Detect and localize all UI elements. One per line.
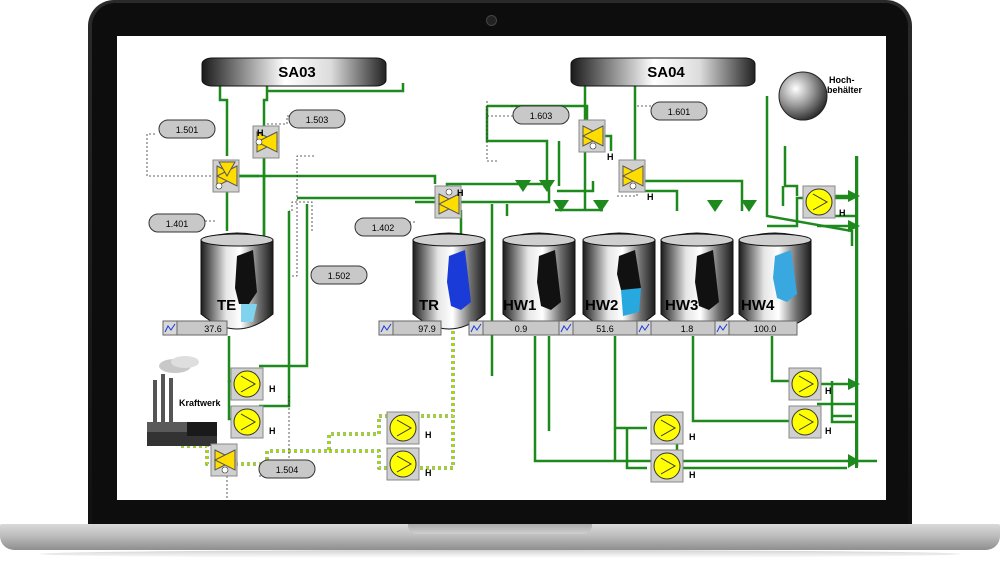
tank-te-label: TE: [217, 297, 236, 314]
tank-te-reading: 37.6: [204, 324, 222, 334]
base-notch: [408, 524, 592, 534]
pump-hw-1[interactable]: H: [650, 411, 696, 445]
header-sa03-label: SA03: [278, 64, 316, 81]
header-sa03[interactable]: SA03: [201, 57, 387, 87]
pump-hochbehaelter-h: H: [839, 208, 846, 218]
header-sa04[interactable]: SA04: [570, 57, 756, 87]
right-header-pipe: [855, 156, 858, 468]
tank-tr[interactable]: [412, 232, 486, 330]
tank-hw2-value[interactable]: 51.6: [558, 320, 638, 336]
pump-loop-2-h: H: [425, 468, 432, 478]
setpoint-1402[interactable]: 1.402: [354, 217, 412, 237]
tank-hw4-label: HW4: [741, 297, 775, 314]
scada-display: SA03 SA04 Hoch- behälter: [117, 36, 886, 500]
pump-loop-2[interactable]: H: [386, 447, 432, 481]
setpoint-1603[interactable]: 1.603: [512, 105, 570, 125]
tank-hw2-label: HW2: [585, 297, 618, 314]
tanks: TE TR HW1: [200, 232, 812, 330]
power-plant-icon: [147, 356, 217, 446]
tank-hw4-value[interactable]: 100.0: [714, 320, 798, 336]
tank-te-value[interactable]: 37.6: [162, 320, 228, 336]
hochbehaelter-label-2: behälter: [827, 85, 863, 95]
tank-tr-value[interactable]: 97.9: [378, 320, 442, 336]
pump-loop-1-h: H: [425, 430, 432, 440]
pump-hw-1-h: H: [689, 432, 696, 442]
setpoint-1501-label: 1.501: [176, 125, 199, 135]
setpoint-1601[interactable]: 1.601: [650, 101, 708, 121]
pump-te-2-h: H: [269, 426, 276, 436]
tank-tr-label: TR: [419, 297, 439, 314]
setpoint-1603-label: 1.603: [530, 111, 553, 121]
valve-1503[interactable]: H: [252, 125, 280, 159]
setpoint-1503-label: 1.503: [306, 115, 329, 125]
setpoint-1502-label: 1.502: [328, 271, 351, 281]
valve-1501[interactable]: [212, 159, 240, 193]
valve-1601-h: H: [647, 192, 654, 202]
tank-hw1-value[interactable]: 0.9: [468, 320, 560, 336]
tank-hw1-reading: 0.9: [515, 324, 528, 334]
tank-tr-reading: 97.9: [418, 324, 436, 334]
setpoint-1504-label: 1.504: [276, 465, 299, 475]
valve-1503-h: H: [257, 128, 264, 138]
pump-right-2-h: H: [825, 426, 832, 436]
valve-1402[interactable]: H: [434, 185, 464, 219]
kraftwerk-label: Kraftwerk: [179, 398, 222, 408]
setpoint-1503[interactable]: 1.503: [288, 109, 346, 129]
pump-loop-1[interactable]: H: [386, 411, 432, 445]
tank-hw3-reading: 1.8: [681, 324, 694, 334]
valve-1603-h: H: [607, 152, 614, 162]
pumps: H H H H: [230, 185, 846, 483]
hochbehaelter-label-1: Hoch-: [829, 75, 855, 85]
header-sa04-label: SA04: [647, 64, 685, 81]
flow-arrows: [515, 180, 860, 468]
setpoint-1501[interactable]: 1.501: [158, 119, 216, 139]
tank-hw3[interactable]: [660, 232, 734, 330]
tank-hw3-value[interactable]: 1.8: [636, 320, 716, 336]
tank-hw3-label: HW3: [665, 297, 698, 314]
elevated-tank-icon: [778, 71, 828, 176]
process-diagram: SA03 SA04 Hoch- behälter: [146, 57, 877, 500]
pump-hw-2[interactable]: H: [650, 449, 696, 483]
pump-te-1[interactable]: H: [230, 367, 276, 401]
setpoint-1504[interactable]: 1.504: [258, 459, 316, 479]
setpoint-1401-label: 1.401: [166, 219, 189, 229]
tank-hw2-reading: 51.6: [596, 324, 614, 334]
pump-hw-2-h: H: [689, 470, 696, 480]
setpoint-1402-label: 1.402: [372, 223, 395, 233]
tank-hw1-label: HW1: [503, 297, 536, 314]
tank-te[interactable]: [200, 232, 274, 330]
tank-hw4-reading: 100.0: [754, 324, 777, 334]
pump-te-2[interactable]: H: [230, 405, 276, 439]
pump-hochbehaelter[interactable]: H: [802, 185, 846, 219]
base-shadow: [40, 550, 960, 558]
valve-1603[interactable]: H: [578, 119, 614, 162]
pump-te-1-h: H: [269, 384, 276, 394]
tank-values: 37.6 97.9 0.9 51.: [162, 320, 798, 336]
tank-hw2[interactable]: [582, 232, 656, 330]
pump-right-2[interactable]: H: [788, 405, 832, 439]
valve-1402-h: H: [457, 188, 464, 198]
setpoint-1401[interactable]: 1.401: [148, 213, 206, 233]
camera-icon: [486, 15, 497, 26]
setpoint-1502[interactable]: 1.502: [310, 265, 368, 285]
valve-1504[interactable]: [210, 443, 238, 477]
tank-hw4[interactable]: [738, 232, 812, 330]
tank-hw1[interactable]: [502, 232, 576, 330]
pump-right-1[interactable]: H: [788, 367, 832, 401]
valve-1601[interactable]: H: [618, 159, 654, 202]
pump-right-1-h: H: [825, 386, 832, 396]
setpoint-1601-label: 1.601: [668, 107, 691, 117]
